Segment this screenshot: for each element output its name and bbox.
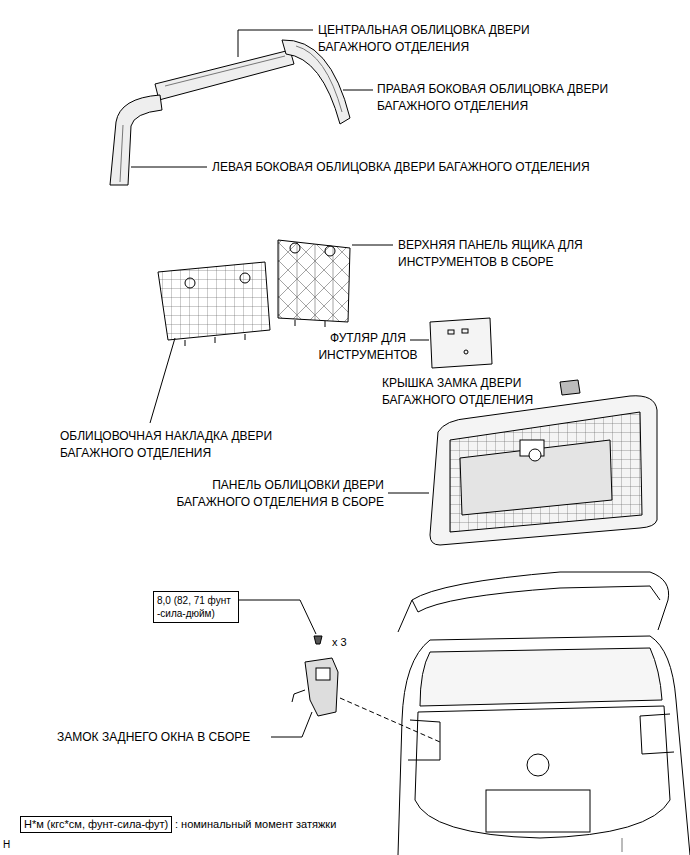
center-trim [155,50,294,100]
part-label: ЗАМОК ЗАДНЕГО ОКНА В СБОРЕ [57,729,250,746]
door-trim-panel [430,396,657,545]
spec-box: Н*м (кгс*см, фунт-сила-фут) [20,816,172,833]
part-label: ОБЛИЦОВОЧНАЯ НАКЛАДКА ДВЕРИ БАГАЖНОГО ОТ… [60,428,292,462]
part-label: ВЕРХНЯЯ ПАНЕЛЬ ЯЩИКА ДЛЯ ИНСТРУМЕНТОВ В … [398,237,620,271]
part-label: ЦЕНТРАЛЬНАЯ ОБЛИЦОВКА ДВЕРИ БАГАЖНОГО ОТ… [318,22,570,56]
lock-cover [560,380,580,395]
spec-text: Н*м (кгс*см, фунт-сила-фут) [24,817,168,832]
spec-text: 8,0 (82, 71 фунт -сила-дюйм) [157,594,235,620]
upper-panel [278,240,350,322]
part-label: ПАНЕЛЬ ОБЛИЦОВКИ ДВЕРИ БАГАЖНОГО ОТДЕЛЕН… [166,477,384,511]
part-label: ПРАВАЯ БОКОВАЯ ОБЛИЦОВКА ДВЕРИ БАГАЖНОГО… [377,81,617,115]
bolt-symbol [314,636,322,644]
lock-assembly [305,658,338,716]
trim-plate [158,262,270,340]
part-label: ФУТЛЯР ДЛЯ ИНСТРУМЕНТОВ [312,330,424,364]
part-label: ЛЕВАЯ БОКОВАЯ ОБЛИЦОВКА ДВЕРИ БАГАЖНОГО … [212,159,590,176]
part-label: КРЫШКА ЗАМКА ДВЕРИ БАГАЖНОГО ОТДЕЛЕНИЯ [382,375,558,409]
vehicle-rear [398,572,690,855]
part-label: H [3,836,10,853]
left-trim [110,95,162,185]
spec-box: 8,0 (82, 71 фунт -сила-дюйм) [153,591,239,623]
tool-case [430,318,492,368]
part-label: x 3 [332,634,347,651]
part-label: : номинальный момент затяжки [175,816,336,833]
